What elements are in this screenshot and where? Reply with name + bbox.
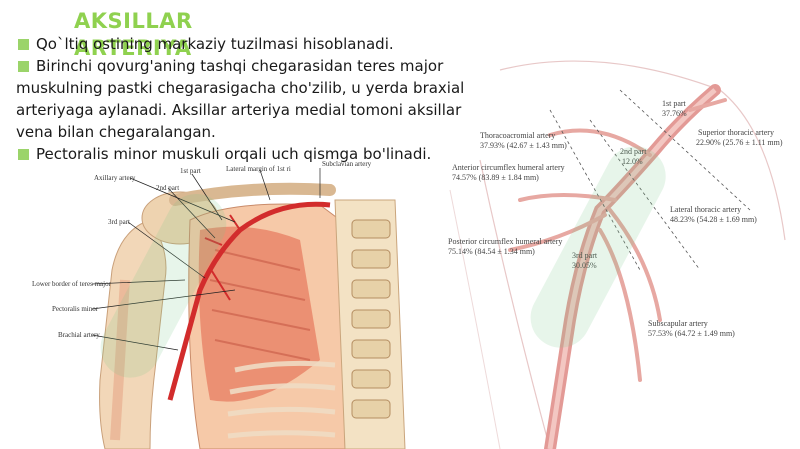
bullet-text: Pectoralis minor muskuli orqali uch qism… [36, 145, 432, 163]
label-1st-part-right: 1st part [662, 99, 687, 108]
label-thoracoacromial-value: 37.93% (42.67 ± 1.43 mm) [480, 141, 567, 150]
title-line-2: ARTERIYA [74, 36, 192, 60]
bullet-text: vena bilan chegaralangan. [16, 123, 216, 141]
bullet-text: Qo`ltiq ostining markaziy tuzilmasi hiso… [36, 35, 394, 53]
label-lateral-thoracic-name: Lateral thoracic artery [670, 205, 741, 214]
label-axillary-artery: Axillary artery [94, 174, 136, 182]
bullet-continuation: arteriyaga aylanadi. Aksillar arteriya m… [16, 99, 486, 121]
label-subscapular-value: 57.53% (64.72 ± 1.49 mm) [648, 329, 735, 338]
slide-title: AKSILLAR ARTERIYA [74, 8, 214, 62]
title-line-1: AKSILLAR [74, 9, 193, 33]
label-2nd-part-pct: 12.0% [622, 157, 643, 166]
label-teres-major: Lower border of teres major [32, 280, 112, 288]
label-anterior-circumflex-value: 74.57% (83.89 ± 1.84 mm) [452, 173, 539, 182]
label-subclavian-artery: Subclavian artery [322, 160, 372, 168]
bullet-item: Pectoralis minor muskuli orqali uch qism… [16, 143, 486, 165]
bullet-square-icon [18, 39, 29, 50]
bullet-text: Birinchi qovurg'aning tashqi chegarasida… [36, 57, 444, 75]
bullet-square-icon [18, 149, 29, 160]
label-thoracoacromial-name: Thoracoacromial artery [480, 131, 555, 140]
bullet-square-icon [18, 61, 29, 72]
label-1st-part: 1st part [180, 167, 201, 175]
label-lateral-margin: Lateral margin of 1st ri [226, 165, 291, 173]
axillary-branches-figure: 1st part 37.76% 2nd part 12.0% 3rd part … [448, 60, 786, 449]
bullet-item: Birinchi qovurg'aning tashqi chegarasida… [16, 55, 486, 77]
bullet-text: muskulning pastki chegarasigacha cho'zil… [16, 79, 465, 97]
bullet-continuation: muskulning pastki chegarasigacha cho'zil… [16, 77, 486, 99]
label-3rd-part: 3rd part [108, 218, 130, 226]
label-subscapular-name: Subscapular artery [648, 319, 708, 328]
bullet-list: Qo`ltiq ostining markaziy tuzilmasi hiso… [16, 33, 486, 165]
label-2nd-part-right: 2nd part [620, 147, 647, 156]
label-lateral-thoracic-value: 48.23% (54.28 ± 1.69 mm) [670, 215, 757, 224]
bullet-text: arteriyaga aylanadi. Aksillar arteriya m… [16, 101, 462, 119]
label-superior-thoracic-value: 22.90% (25.76 ± 1.11 mm) [696, 138, 783, 147]
label-superior-thoracic-name: Superior thoracic artery [698, 128, 774, 137]
label-1st-part-pct: 37.76% [662, 109, 687, 118]
label-posterior-circumflex-name: Posterior circumflex humeral artery [448, 237, 562, 246]
shoulder-anatomy-figure: Axillary artery 1st part 2nd part 3rd pa… [32, 160, 406, 449]
label-2nd-part: 2nd part [156, 184, 179, 192]
bullet-continuation: vena bilan chegaralangan. [16, 121, 486, 143]
label-anterior-circumflex-name: Anterior circumflex humeral artery [452, 163, 565, 172]
label-pectoralis-minor: Pectoralis minor [52, 305, 99, 313]
bullet-item: Qo`ltiq ostining markaziy tuzilmasi hiso… [16, 33, 486, 55]
label-brachial-artery: Brachial artery [58, 331, 100, 339]
label-3rd-part-right: 3rd part [572, 251, 598, 260]
label-3rd-part-pct: 30.05% [572, 261, 597, 270]
label-posterior-circumflex-value: 75.14% (84.54 ± 1.34 mm) [448, 247, 535, 256]
